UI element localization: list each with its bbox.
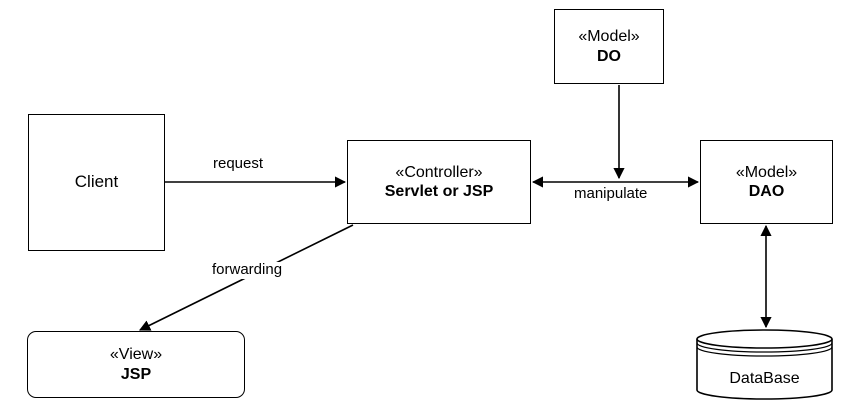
controller-stereotype: «Controller» xyxy=(395,163,483,181)
controller-name: Servlet or JSP xyxy=(384,183,494,200)
view-name: JSP xyxy=(120,365,152,383)
model-dao-box: «Model» DAO xyxy=(700,140,833,224)
database-label: DataBase xyxy=(729,370,800,387)
controller-box: «Controller» Servlet or JSP xyxy=(347,140,531,224)
client-box: Client xyxy=(28,114,165,251)
model-dao-name: DAO xyxy=(748,183,785,200)
model-do-stereotype: «Model» xyxy=(578,28,640,46)
model-dao-stereotype: «Model» xyxy=(735,163,798,181)
manipulate-label: manipulate xyxy=(572,185,650,203)
database-cylinder xyxy=(696,329,833,400)
view-box: «View» JSP xyxy=(27,331,245,398)
model-do-name: DO xyxy=(597,47,621,65)
model-do-box: «Model» DO xyxy=(554,9,664,84)
forwarding-label: forwarding xyxy=(210,261,285,279)
client-label: Client xyxy=(74,172,119,192)
request-label: request xyxy=(213,155,264,172)
view-stereotype: «View» xyxy=(109,346,163,364)
